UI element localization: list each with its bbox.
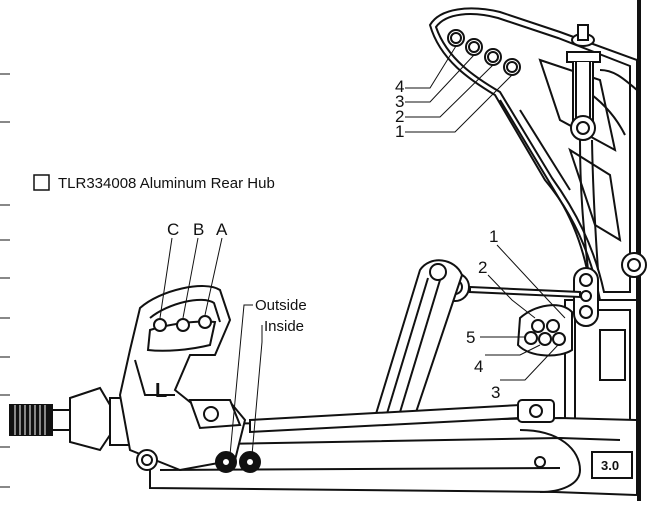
tower-hole-label-3: 3 xyxy=(395,92,404,111)
hub-hole-label-a: A xyxy=(216,220,228,239)
hub-side-marking: L xyxy=(155,380,167,402)
axle-assembly xyxy=(9,386,131,452)
tower-hole-label-2: 2 xyxy=(395,107,404,126)
checkbox[interactable] xyxy=(33,174,50,191)
margin-ticks xyxy=(0,73,10,488)
mount-callouts xyxy=(480,244,566,381)
version-badge: 3.0 xyxy=(601,458,619,473)
inside-label: Inside xyxy=(264,318,304,335)
camber-link-mount xyxy=(516,267,599,357)
lower-link xyxy=(249,399,555,434)
pivot-callouts xyxy=(229,304,263,456)
hub-hole-label-c: C xyxy=(167,220,179,239)
outside-label: Outside xyxy=(255,297,307,314)
rear-hub xyxy=(118,285,247,472)
mount-hole-label-3: 3 xyxy=(491,383,500,402)
right-border xyxy=(637,0,641,501)
mount-hole-label-2: 2 xyxy=(478,258,487,277)
shock-absorber xyxy=(566,24,638,271)
shock-shaft-strut xyxy=(366,259,464,447)
checklist-item: TLR334008 Aluminum Rear Hub xyxy=(33,174,275,192)
shock-tower xyxy=(428,7,647,301)
mount-hole-label-1: 1 xyxy=(489,227,498,246)
shock-tower-callouts xyxy=(405,45,513,133)
hub-pivot-holes xyxy=(136,449,261,473)
mount-hole-label-4: 4 xyxy=(474,357,483,376)
mount-hole-label-5: 5 xyxy=(466,328,475,347)
tower-hole-label-1: 1 xyxy=(395,122,404,141)
hub-callouts xyxy=(159,237,223,319)
tower-hole-label-4: 4 xyxy=(395,77,404,96)
checklist-label: TLR334008 Aluminum Rear Hub xyxy=(58,175,275,192)
hub-hole-label-b: B xyxy=(193,220,204,239)
